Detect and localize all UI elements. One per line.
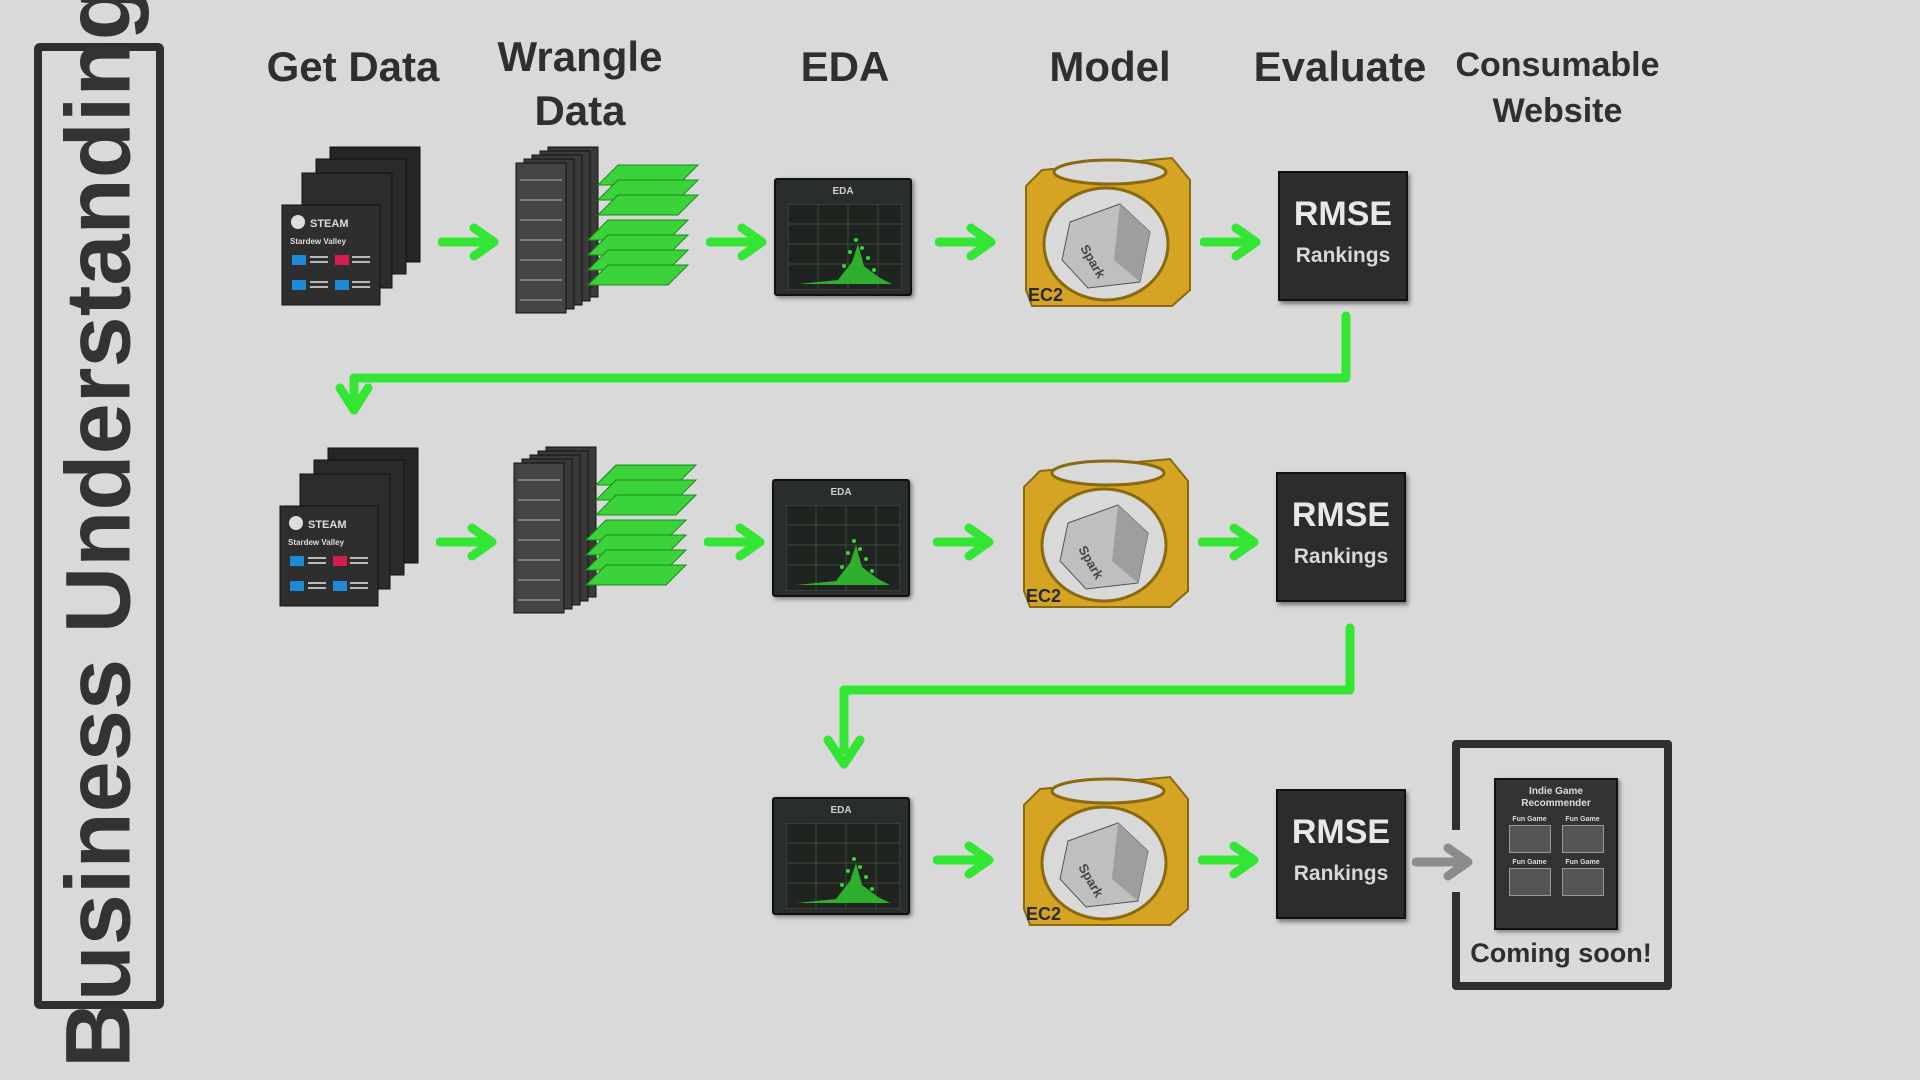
game-tile-label: Fun Game xyxy=(1512,859,1547,866)
business-understanding-label: Business Understanding xyxy=(47,0,150,1068)
server-rack-icon xyxy=(515,146,700,314)
rmse-rankings-box: RMSE Rankings xyxy=(1278,171,1408,301)
arrow-icon xyxy=(436,523,497,561)
game-tile-label: Fun Game xyxy=(1565,859,1600,866)
model-ec2-box: Spark EC2 xyxy=(1020,451,1190,609)
eda-panel-label: EDA xyxy=(832,186,854,197)
steam-cards-icon: STEAM Stardew Valley xyxy=(281,146,421,306)
arrow-icon xyxy=(933,841,994,879)
game-tile-label: Fun Game xyxy=(1565,816,1600,823)
game-tile: Fun Game xyxy=(1506,859,1553,896)
website-preview: Indie Game Recommender Fun Game Fun Game… xyxy=(1494,778,1618,930)
website-frame xyxy=(1452,740,1672,990)
steam-brand: STEAM xyxy=(310,218,349,230)
arrow-icon xyxy=(933,523,994,561)
heading-wrangle-data: Wrangle Data xyxy=(480,30,680,138)
eda-panel: EDA xyxy=(772,797,910,915)
game-thumbnail-icon xyxy=(1508,868,1551,896)
game-tile: Fun Game xyxy=(1559,859,1606,896)
steam-brand: STEAM xyxy=(308,519,347,531)
rmse-title: RMSE xyxy=(1291,496,1391,534)
game-thumbnail-icon xyxy=(1561,868,1604,896)
scatter-chart-icon xyxy=(786,505,900,591)
arrow-pending-icon xyxy=(1412,843,1473,881)
server-rack-icon xyxy=(513,446,698,614)
heading-eda: EDA xyxy=(800,43,890,90)
eda-panel-label: EDA xyxy=(830,487,852,498)
model-ec2-box: Spark EC2 xyxy=(1022,150,1192,308)
rankings-subtitle: Rankings xyxy=(1293,862,1389,885)
spark-cube-icon: Spark xyxy=(1023,457,1189,608)
scatter-chart-icon xyxy=(788,204,902,290)
arrow-icon xyxy=(1198,523,1259,561)
website-title-line1: Indie Game xyxy=(1529,786,1583,797)
rankings-subtitle: Rankings xyxy=(1293,545,1389,568)
scatter-chart-icon xyxy=(786,823,900,909)
game-tile-label: Fun Game xyxy=(1512,816,1547,823)
arrow-icon xyxy=(704,523,765,561)
coming-soon-label: Coming soon! xyxy=(1470,938,1652,968)
business-understanding-frame xyxy=(34,43,164,1009)
eda-panel: EDA xyxy=(772,479,910,597)
ec2-label: EC2 xyxy=(1026,586,1062,606)
game-thumbnail-icon xyxy=(1561,825,1604,853)
game-thumbnail-icon xyxy=(1508,825,1551,853)
arrow-icon xyxy=(438,223,499,261)
rankings-subtitle: Rankings xyxy=(1295,244,1391,267)
heading-wrangle-line2: Data xyxy=(534,87,626,134)
loop-arrow-icon xyxy=(335,311,1351,415)
heading-evaluate: Evaluate xyxy=(1253,43,1427,90)
arrow-icon xyxy=(1200,223,1261,261)
wrangle-server-stack xyxy=(506,445,706,615)
heading-consumable-line2: Website xyxy=(1492,92,1623,130)
rmse-title: RMSE xyxy=(1291,813,1391,851)
heading-model: Model xyxy=(1049,43,1171,90)
steam-game: Stardew Valley xyxy=(290,237,347,246)
rmse-title: RMSE xyxy=(1293,195,1393,233)
website-title-line2: Recommender xyxy=(1521,798,1591,809)
heading-get-data: Get Data xyxy=(266,43,440,90)
wrangle-server-stack xyxy=(508,145,708,315)
eda-panel-label: EDA xyxy=(830,805,852,816)
heading-wrangle-line1: Wrangle xyxy=(497,33,663,80)
steam-cards-icon: STEAM Stardew Valley xyxy=(279,447,419,607)
rmse-rankings-box: RMSE Rankings xyxy=(1276,789,1406,919)
arrow-icon xyxy=(1198,841,1259,879)
arrow-icon xyxy=(706,223,767,261)
eda-panel: EDA xyxy=(774,178,912,296)
model-ec2-box: Spark EC2 xyxy=(1020,769,1190,927)
heading-consumable-website: Consumable Website xyxy=(1440,42,1675,134)
game-tile: Fun Game xyxy=(1559,816,1606,853)
steam-data-stack: STEAM Stardew Valley xyxy=(278,446,428,611)
spark-cube-icon: Spark xyxy=(1025,156,1191,307)
ec2-label: EC2 xyxy=(1028,285,1064,305)
spark-cube-icon: Spark xyxy=(1023,775,1189,926)
ec2-label: EC2 xyxy=(1026,904,1062,924)
steam-game: Stardew Valley xyxy=(288,538,345,547)
arrow-icon xyxy=(935,223,996,261)
loop-arrow-icon xyxy=(823,623,1355,769)
steam-data-stack: STEAM Stardew Valley xyxy=(280,145,430,310)
heading-consumable-line1: Consumable xyxy=(1455,46,1660,84)
game-tile: Fun Game xyxy=(1506,816,1553,853)
rmse-rankings-box: RMSE Rankings xyxy=(1276,472,1406,602)
